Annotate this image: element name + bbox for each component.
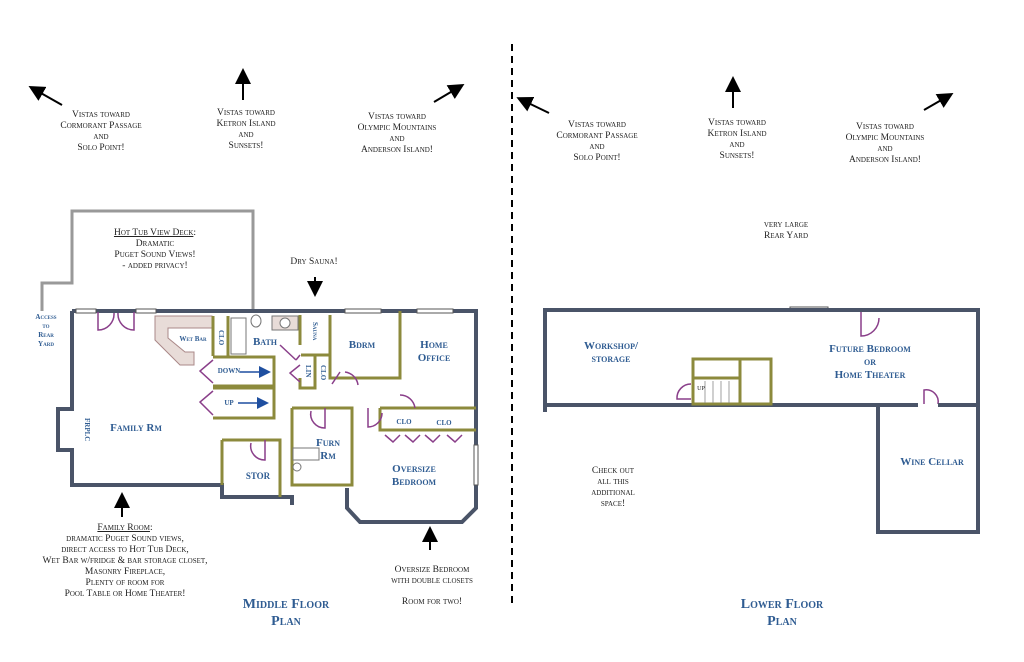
closet-label-a: CLO bbox=[396, 418, 412, 426]
bedroom-note: Oversize Bedroom with double closets Roo… bbox=[391, 565, 473, 607]
vista-line: Sunsets! bbox=[228, 141, 264, 151]
deck-line: - added privacy! bbox=[122, 261, 188, 271]
lower-stairs bbox=[691, 357, 773, 406]
fireplace-label: FRPLC bbox=[83, 418, 91, 442]
lower-stair-treads bbox=[704, 381, 730, 403]
room-workshop: Workshop/storage bbox=[583, 340, 639, 365]
deck-line: Dramatic bbox=[135, 239, 175, 249]
stairs-down-label[interactable]: DOWN bbox=[217, 367, 241, 375]
room-family: Family Rm bbox=[110, 422, 162, 434]
vista-line: Olympic Mountains bbox=[357, 123, 437, 133]
middle-floor-interior-walls bbox=[211, 311, 476, 497]
middle-floor-exterior-walls bbox=[56, 309, 478, 524]
vista-line: Anderson Island! bbox=[361, 145, 433, 155]
stairs-up-label[interactable]: UP bbox=[224, 399, 234, 407]
vista-line: Solo Point! bbox=[77, 143, 125, 153]
vista-line: and bbox=[93, 132, 109, 142]
room-wine-cellar: Wine Cellar bbox=[900, 456, 964, 468]
room-storage: STOR bbox=[245, 471, 271, 481]
vista-line: Cormorant Passage bbox=[60, 121, 142, 131]
room-linen: LIN bbox=[304, 365, 312, 378]
room-bdrm: Bdrm bbox=[348, 339, 376, 351]
vista-line: and bbox=[389, 134, 405, 144]
room-sauna: Sauna bbox=[311, 322, 319, 341]
doors bbox=[97, 311, 939, 461]
vista-line: Vistas toward bbox=[72, 110, 130, 120]
vista-line: Vistas toward bbox=[368, 112, 426, 122]
deck-outline bbox=[40, 209, 255, 311]
room-closet-2: CLO bbox=[319, 365, 327, 381]
room-closet: CLO bbox=[217, 330, 225, 346]
vista-note-ketron: Vistas toward Ketron Island and Sunsets! bbox=[216, 108, 275, 152]
room-bath: Bath bbox=[252, 336, 278, 348]
bath-fixtures bbox=[230, 314, 320, 472]
room-wet-bar: Wet Bar bbox=[179, 335, 207, 343]
vista-arrows bbox=[28, 68, 954, 550]
deck-line: Puget Sound Views! bbox=[114, 250, 196, 260]
vista-line: and bbox=[238, 130, 254, 140]
deck-title: Hot Tub View Deck bbox=[113, 228, 194, 238]
vista-note-cormorant: Vistas toward Cormorant Passage and Solo… bbox=[60, 110, 141, 154]
dry-sauna-note: Dry Sauna! bbox=[290, 257, 338, 267]
family-room-note: Family Room: dramatic Puget Sound views,… bbox=[42, 523, 208, 599]
closet-label-b: CLO bbox=[436, 419, 452, 427]
windows bbox=[75, 306, 829, 486]
vista-line: Vistas toward bbox=[217, 108, 275, 118]
vista-line: Ketron Island bbox=[216, 119, 276, 129]
vista-note-olympic: Vistas toward Olympic Mountains and Ande… bbox=[358, 112, 437, 156]
deck-note: Hot Tub View Deck: Dramatic Puget Sound … bbox=[113, 228, 197, 271]
lower-stairs-up-label[interactable]: UP bbox=[697, 386, 705, 392]
